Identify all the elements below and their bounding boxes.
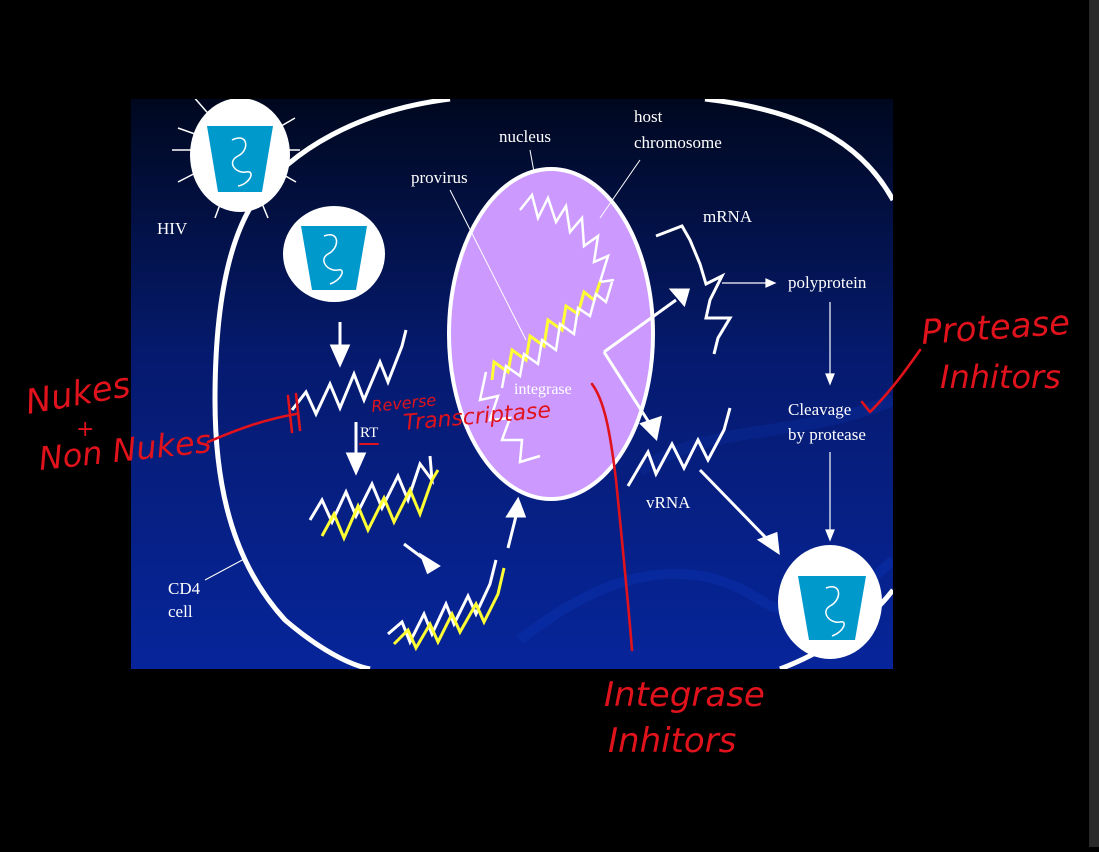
annotation-protease: Protease bbox=[920, 303, 1071, 353]
cell-membrane-right bbox=[704, 99, 893, 202]
label-polyprotein: polyprotein bbox=[788, 273, 867, 292]
host-chromosome-strand bbox=[519, 192, 615, 284]
entering-virion-icon bbox=[283, 206, 385, 302]
label-chromosome: chromosome bbox=[634, 133, 722, 152]
rt-inhibitor-pointer bbox=[206, 412, 298, 444]
cdna-strand bbox=[320, 469, 440, 542]
annotation-nukes: Nukes bbox=[23, 365, 134, 423]
label-provirus: provirus bbox=[411, 168, 468, 187]
cell-membrane bbox=[212, 99, 451, 669]
label-cleavage: Cleavage bbox=[788, 400, 851, 419]
annotation-integrase-inhibitors: Inhitors bbox=[608, 721, 736, 761]
label-nucleus: nucleus bbox=[499, 127, 551, 146]
scrollbar[interactable] bbox=[1089, 0, 1099, 847]
label-rt: RT bbox=[360, 425, 378, 441]
label-cell: cell bbox=[168, 602, 193, 621]
label-vrna: vRNA bbox=[646, 493, 691, 512]
label-by-protease: by protease bbox=[788, 425, 866, 444]
mrna-strand bbox=[655, 224, 733, 355]
protease-inhibitor-pointer bbox=[860, 348, 922, 414]
annotation-protease-inhibitors: Inhitors bbox=[940, 358, 1061, 396]
hiv-virion-icon bbox=[172, 99, 300, 219]
vrna-strand bbox=[626, 407, 732, 487]
label-cd4: CD4 bbox=[168, 579, 201, 598]
annotation-plus: + bbox=[76, 417, 94, 442]
new-virion-icon bbox=[778, 545, 882, 659]
label-integrase: integrase bbox=[514, 381, 572, 398]
label-host: host bbox=[634, 107, 663, 126]
label-mrna: mRNA bbox=[703, 207, 753, 226]
label-hiv: HIV bbox=[157, 219, 188, 238]
viral-rna-strand bbox=[290, 329, 408, 418]
annotation-integrase: Integrase bbox=[604, 675, 765, 715]
nucleus-shape bbox=[447, 167, 655, 501]
integrase-inhibitor-pointer bbox=[590, 382, 634, 652]
